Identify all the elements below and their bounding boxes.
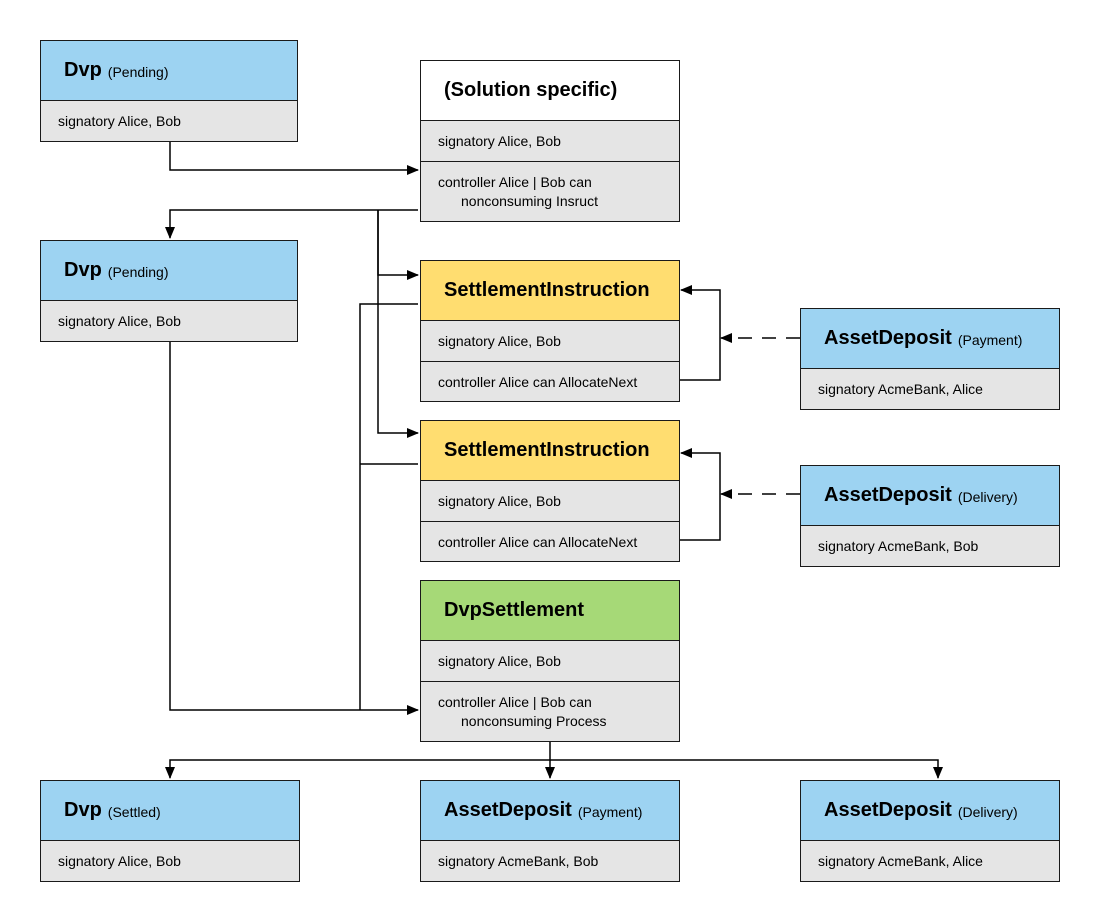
contract-name: AssetDeposit: [444, 799, 572, 821]
signatory-row: signatory AcmeBank, Alice: [818, 381, 983, 397]
settlement-instruction-1-box: SettlementInstruction signatory Alice, B…: [420, 260, 680, 402]
signatory-row: signatory AcmeBank, Bob: [818, 538, 979, 554]
dvp-settlement-box: DvpSettlement signatory Alice, Bob contr…: [420, 580, 680, 742]
contract-name: AssetDeposit: [824, 327, 952, 349]
controller-line-1: controller Alice | Bob can: [438, 693, 592, 710]
arrow-dvp-pending-to-settlement: [169, 340, 419, 715]
contract-name: Dvp: [64, 799, 102, 821]
contract-status: (Pending): [107, 263, 169, 280]
contract-name: SettlementInstruction: [444, 279, 650, 301]
settlement-instruction-2-header: SettlementInstruction: [421, 421, 679, 481]
asset-deposit-delivery-in-header: AssetDeposit (Delivery): [801, 466, 1059, 526]
arrow-solution-to-instruction-2: [377, 210, 419, 438]
arrow-settlement-out-right: [550, 759, 943, 779]
contract-name: (Solution specific): [444, 79, 618, 101]
contract-name: SettlementInstruction: [444, 439, 650, 461]
dvp-settled-header: Dvp (Settled): [41, 781, 299, 841]
dvp-pending-top-header: Dvp (Pending): [41, 41, 297, 101]
dvp-settled-box: Dvp (Settled) signatory Alice, Bob: [40, 780, 300, 882]
asset-deposit-payment-out-header: AssetDeposit (Payment): [421, 781, 679, 841]
arrow-settlement-out-trunk: [165, 740, 551, 779]
contract-status: (Payment): [577, 803, 643, 820]
signatory-row: signatory AcmeBank, Alice: [818, 853, 983, 869]
asset-deposit-payment-in-header: AssetDeposit (Payment): [801, 309, 1059, 369]
settlement-instruction-1-header: SettlementInstruction: [421, 261, 679, 321]
solution-specific-header: (Solution specific): [421, 61, 679, 121]
arrow-allocate-loop-2: [680, 448, 721, 541]
dvp-settlement-header: DvpSettlement: [421, 581, 679, 641]
contract-name: AssetDeposit: [824, 799, 952, 821]
controller-row: controller Alice | Bob can nonconsuming …: [421, 681, 679, 741]
contract-name: Dvp: [64, 59, 102, 81]
signatory-row: signatory Alice, Bob: [438, 493, 561, 509]
signatory-row: signatory Alice, Bob: [58, 853, 181, 869]
contract-name: Dvp: [64, 259, 102, 281]
contract-status: (Settled): [107, 803, 161, 820]
signatory-row: signatory Alice, Bob: [438, 653, 561, 669]
asset-deposit-delivery-in-box: AssetDeposit (Delivery) signatory AcmeBa…: [800, 465, 1060, 567]
dvp-pending-mid-box: Dvp (Pending) signatory Alice, Bob: [40, 240, 298, 342]
dvp-pending-mid-header: Dvp (Pending): [41, 241, 297, 301]
arrow-solution-to-instruction-1: [377, 210, 419, 280]
contract-name: DvpSettlement: [444, 599, 585, 621]
controller-line-2: nonconsuming Process: [461, 712, 607, 729]
asset-deposit-payment-out-box: AssetDeposit (Payment) signatory AcmeBan…: [420, 780, 680, 882]
dvp-pending-top-box: Dvp (Pending) signatory Alice, Bob: [40, 40, 298, 142]
signatory-row: signatory Alice, Bob: [58, 313, 181, 329]
contract-status: (Delivery): [957, 803, 1018, 820]
solution-specific-box: (Solution specific) signatory Alice, Bob…: [420, 60, 680, 222]
arrow-solution-to-dvp-pending: [165, 209, 418, 239]
arrow-dvp-to-solution: [169, 140, 419, 175]
controller-line-2: nonconsuming Insruct: [461, 192, 598, 209]
signatory-row: signatory AcmeBank, Bob: [438, 853, 599, 869]
asset-deposit-delivery-out-box: AssetDeposit (Delivery) signatory AcmeBa…: [800, 780, 1060, 882]
contract-status: (Pending): [107, 63, 169, 80]
signatory-row: signatory Alice, Bob: [58, 113, 181, 129]
controller-row: controller Alice | Bob can nonconsuming …: [421, 161, 679, 221]
signatory-row: signatory Alice, Bob: [438, 133, 561, 149]
controller-row: controller Alice can AllocateNext: [421, 521, 679, 561]
signatory-row: signatory Alice, Bob: [438, 333, 561, 349]
asset-deposit-delivery-out-header: AssetDeposit (Delivery): [801, 781, 1059, 841]
contract-name: AssetDeposit: [824, 484, 952, 506]
asset-deposit-payment-in-box: AssetDeposit (Payment) signatory AcmeBan…: [800, 308, 1060, 410]
contract-status: (Delivery): [957, 488, 1018, 505]
controller-row: controller Alice can AllocateNext: [421, 361, 679, 401]
arrow-allocate-loop-1: [680, 285, 721, 381]
settlement-instruction-2-box: SettlementInstruction signatory Alice, B…: [420, 420, 680, 562]
controller-line-1: controller Alice | Bob can: [438, 173, 592, 190]
arrow-instruction-1-to-settlement: [359, 303, 418, 710]
contract-status: (Payment): [957, 331, 1023, 348]
